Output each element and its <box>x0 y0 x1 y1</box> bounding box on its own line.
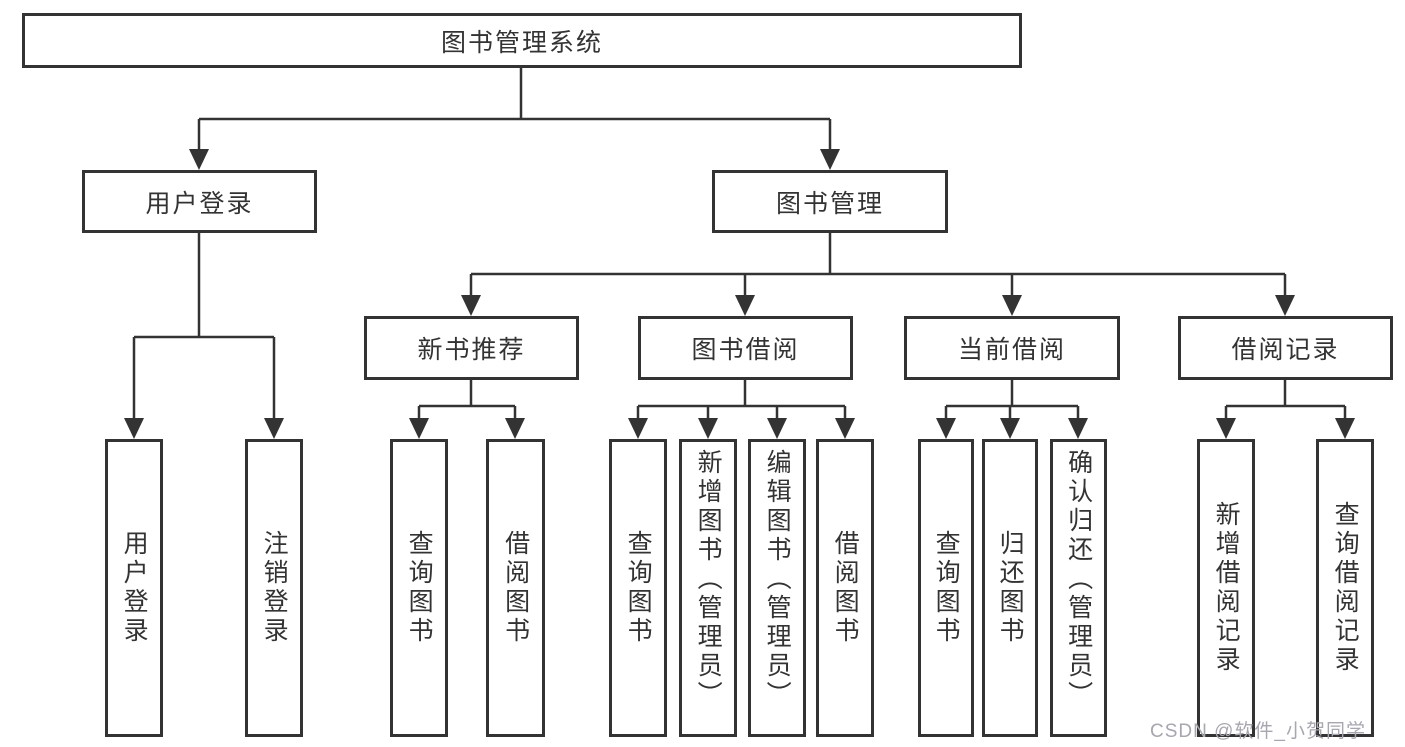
connector-nbr-to-leaves <box>417 380 517 420</box>
connector-bb-to-leaves <box>636 380 847 420</box>
leaf-nbr-borrow-books: 借阅图书 <box>486 439 545 737</box>
node-user-login: 用户登录 <box>82 170 317 233</box>
leaf-nbr-query-books-label: 查询图书 <box>405 530 434 646</box>
node-new-book-recommendation: 新书推荐 <box>364 316 579 380</box>
connector-root-to-level2 <box>197 67 832 151</box>
leaf-bb-query-books: 查询图书 <box>609 439 667 737</box>
leaf-user-login: 用户登录 <box>105 439 163 737</box>
node-book-management: 图书管理 <box>712 170 948 233</box>
node-borrowing-records: 借阅记录 <box>1178 316 1393 380</box>
leaf-cb-return-books-label: 归还图书 <box>996 530 1025 646</box>
csdn-watermark: CSDN @软件_小贺同学 <box>1150 721 1366 742</box>
connector-br-to-leaves <box>1224 380 1347 420</box>
connector-bookmgmt-to-level3 <box>469 233 1287 298</box>
leaf-br-add-borrow-record-label: 新增借阅记录 <box>1212 501 1241 675</box>
leaf-bb-edit-book-admin: 编辑图书（管理员） <box>748 439 806 737</box>
leaf-bb-add-book-admin: 新增图书（管理员） <box>679 439 737 737</box>
leaf-bb-borrow-books-label: 借阅图书 <box>831 530 860 646</box>
leaf-cb-return-books: 归还图书 <box>982 439 1038 737</box>
leaf-cb-confirm-return-admin-label: 确认归还（管理员） <box>1064 449 1093 710</box>
leaf-logout-label: 注销登录 <box>260 530 289 646</box>
leaf-bb-query-books-label: 查询图书 <box>624 530 653 646</box>
leaf-br-add-borrow-record: 新增借阅记录 <box>1197 439 1255 737</box>
node-library-system: 图书管理系统 <box>22 13 1022 68</box>
leaf-cb-query-books-label: 查询图书 <box>932 530 961 646</box>
leaf-user-login-label: 用户登录 <box>120 530 149 646</box>
leaf-bb-add-book-admin-label: 新增图书（管理员） <box>694 449 723 710</box>
leaf-bb-borrow-books: 借阅图书 <box>816 439 874 737</box>
node-current-borrowing: 当前借阅 <box>904 316 1120 380</box>
leaf-cb-query-books: 查询图书 <box>918 439 974 737</box>
leaf-nbr-query-books: 查询图书 <box>390 439 448 737</box>
leaf-bb-edit-book-admin-label: 编辑图书（管理员） <box>763 449 792 710</box>
leaf-nbr-borrow-books-label: 借阅图书 <box>501 530 530 646</box>
node-book-borrowing: 图书借阅 <box>638 316 853 380</box>
leaf-logout: 注销登录 <box>245 439 303 737</box>
leaf-cb-confirm-return-admin: 确认归还（管理员） <box>1050 439 1107 737</box>
arrowheads <box>124 149 1355 439</box>
leaf-br-query-borrow-record: 查询借阅记录 <box>1316 439 1374 737</box>
leaf-br-query-borrow-record-label: 查询借阅记录 <box>1331 501 1360 675</box>
connector-cb-to-leaves <box>944 380 1080 420</box>
connector-userlogin-to-leaves <box>132 233 276 420</box>
